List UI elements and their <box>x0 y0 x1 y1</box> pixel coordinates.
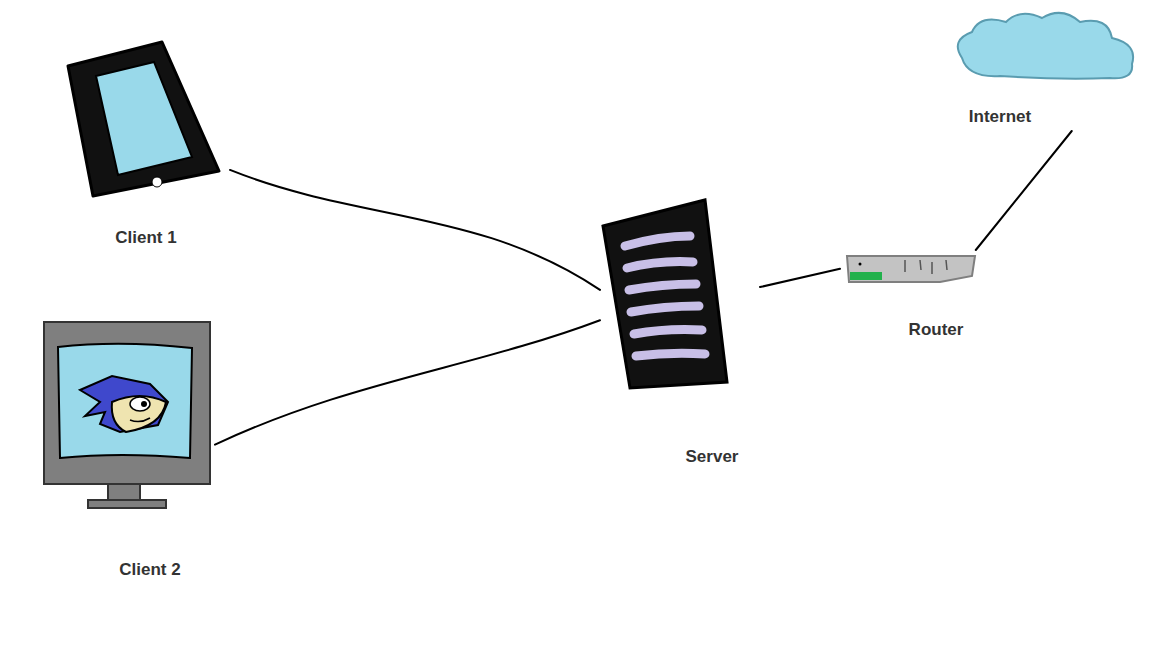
monitor-icon <box>44 322 210 508</box>
network-cable <box>215 320 600 444</box>
device-node: Client 2 <box>40 316 215 584</box>
device-label: Client 2 <box>119 560 180 580</box>
device-node: Internet <box>945 4 1140 131</box>
device-label: Server <box>686 447 739 467</box>
device-label: Router <box>909 320 964 340</box>
device-node: Router <box>840 250 980 344</box>
router-icon <box>847 256 975 282</box>
network-cable <box>230 170 600 290</box>
device-label: Internet <box>969 107 1031 127</box>
device-label: Client 1 <box>115 228 176 248</box>
network-cable <box>760 269 840 287</box>
device-node: Client 1 <box>60 36 230 252</box>
cloud-icon <box>958 13 1133 79</box>
server-icon <box>603 200 727 388</box>
tablet-icon <box>68 42 219 196</box>
network-cable <box>976 131 1072 250</box>
device-node: Server <box>600 196 760 472</box>
